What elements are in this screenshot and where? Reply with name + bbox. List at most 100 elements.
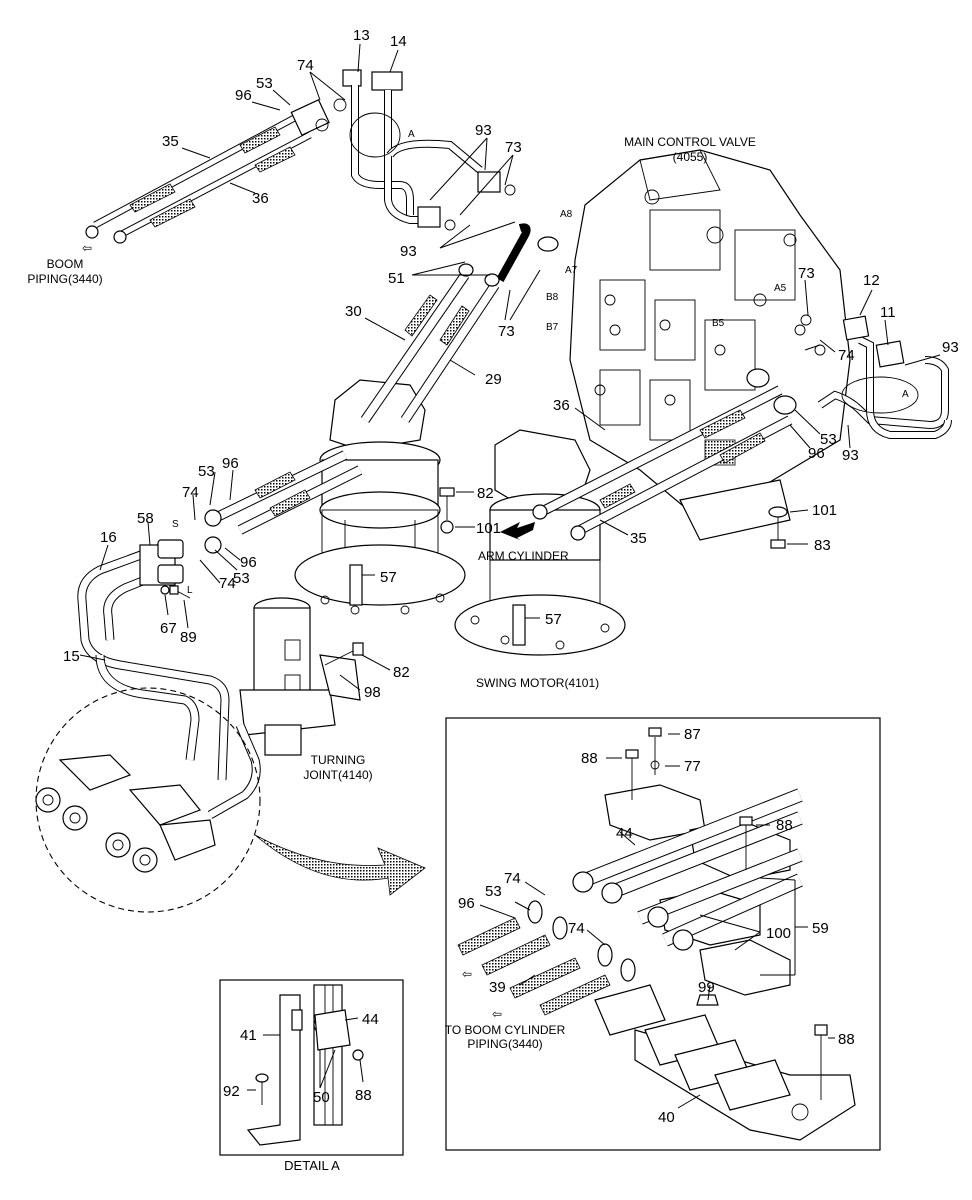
callout-77: 77 [684,758,701,775]
callout-14: 14 [390,33,407,50]
main-control-valve-label: MAIN CONTROL VALVE [624,135,756,149]
pipes-13-14 [290,69,516,231]
callout-67: 67 [160,620,177,637]
port-l: L [187,585,193,596]
callout-53: 53 [233,570,250,587]
callout-101: 101 [812,502,837,519]
port-a5: A5 [774,283,787,294]
callout-74: 74 [838,347,855,364]
callout-12: 12 [863,272,880,289]
callout-44: 44 [362,1011,379,1028]
callout-88: 88 [776,817,793,834]
callout-89: 89 [180,629,197,646]
callout-36: 36 [553,397,570,414]
callout-73: 73 [498,323,515,340]
callout-57: 57 [380,569,397,586]
callout-39: 39 [489,979,506,996]
callout-44: 44 [616,825,633,842]
hose-35-36-arm [532,368,797,541]
main-control-valve [569,149,851,541]
hose-35-36-boom [85,111,312,244]
callout-82: 82 [393,664,410,681]
callout-88: 88 [838,1031,855,1048]
callout-13: 13 [353,27,370,44]
port-b5: B5 [712,318,725,329]
callout-30: 30 [345,303,362,320]
callout-96: 96 [808,445,825,462]
pipes-11-12 [800,314,952,439]
callout-73: 73 [505,139,522,156]
callout-73: 73 [798,265,815,282]
to-boom-cylinder-code: PIPING(3440) [467,1037,542,1051]
callout-96: 96 [458,895,475,912]
callout-53: 53 [198,463,215,480]
callout-numbers: 13 14 74 53 96 35 36 93 73 93 51 30 29 7… [63,27,959,1126]
callout-100: 100 [766,925,791,942]
turning-joint-label: TURNING [311,753,366,767]
detail-a-box [219,979,404,1156]
callout-51: 51 [388,270,405,287]
svg-text:⇦: ⇦ [82,241,92,255]
boom-piping-code: PIPING(3440) [27,272,102,286]
callout-57: 57 [545,611,562,628]
hoses-to-turning-joint [204,450,363,554]
callout-93: 93 [400,243,417,260]
callout-93: 93 [942,339,959,356]
callout-58: 58 [137,510,154,527]
port-a-right: A [902,389,909,400]
callout-101: 101 [476,520,501,537]
main-control-valve-code: (4055) [673,150,708,164]
port-a7: A7 [565,265,578,276]
callout-74: 74 [297,57,314,74]
callout-59: 59 [812,920,829,937]
callout-98: 98 [364,684,381,701]
boom-piping-label: BOOM [47,257,84,271]
callout-74: 74 [219,575,236,592]
turning-joint [239,597,361,756]
svg-text:⇦: ⇦ [492,1007,502,1021]
hose-29-30 [360,223,559,423]
callout-53: 53 [256,75,273,92]
callout-96: 96 [240,554,257,571]
turning-joint-code: JOINT(4140) [303,768,372,782]
callout-74: 74 [182,484,199,501]
callout-11: 11 [880,304,896,321]
callout-92: 92 [223,1083,240,1100]
callout-16: 16 [100,529,117,546]
detail-circle [35,687,261,913]
svg-text:⇦: ⇦ [462,967,472,981]
caption-labels: MAIN CONTROL VALVE (4055) BOOM PIPING(34… [27,135,756,1173]
callout-93: 93 [475,122,492,139]
callout-83: 83 [814,537,831,554]
callout-29: 29 [485,371,502,388]
detail-arrow [254,834,426,896]
swing-motor-right [454,429,626,656]
callout-53: 53 [485,883,502,900]
callout-74: 74 [504,870,521,887]
to-boom-cylinder-label: TO BOOM CYLINDER [445,1023,566,1037]
swing-motor-left [294,379,466,615]
port-s: S [172,519,179,530]
callout-40: 40 [658,1109,675,1126]
callout-53: 53 [820,431,837,448]
callout-88: 88 [355,1087,372,1104]
callout-15: 15 [63,648,80,665]
detail-a-label: DETAIL A [284,1158,340,1173]
port-b7: B7 [546,322,559,333]
leader-lines [79,43,941,691]
callout-35: 35 [162,133,179,150]
callout-99: 99 [698,979,715,996]
callout-36: 36 [252,190,269,207]
port-labels: A8 A7 B8 B7 A5 B5 S L A A [172,129,909,596]
callout-82: 82 [477,485,494,502]
arm-cylinder-label: ARM CYLINDER [478,549,569,563]
callout-88: 88 [581,750,598,767]
callout-50: 50 [313,1089,330,1106]
port-b8: B8 [546,292,559,303]
callout-93: 93 [842,447,859,464]
swing-motor-label: SWING MOTOR(4101) [476,676,599,690]
detail-box-clamps: ⇦ ⇦ [445,717,881,1151]
port-a8: A8 [560,209,573,220]
callout-87: 87 [684,726,701,743]
